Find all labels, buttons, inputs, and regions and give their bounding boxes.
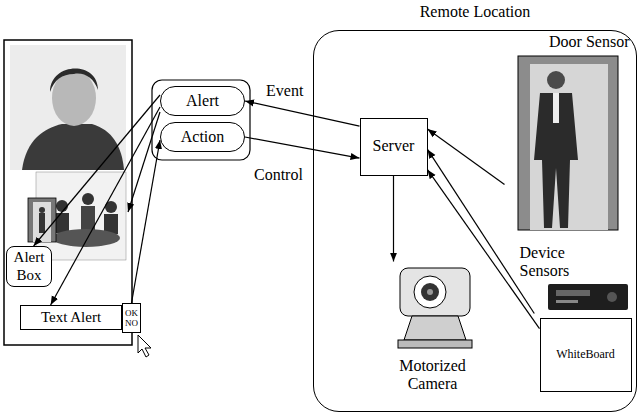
node-label: Text Alert [41, 309, 101, 326]
meeting-person [56, 200, 68, 212]
camera-figure: Motorized Camera [383, 262, 483, 396]
camera-body [400, 268, 470, 316]
node-label: WhiteBoard [556, 348, 615, 362]
node-label: NO [125, 318, 138, 328]
connector-arrow [132, 140, 161, 303]
node-label: Server [373, 137, 415, 155]
alert-box: Alert Box [6, 246, 52, 287]
person-shirt [553, 93, 559, 123]
action-module: Action [160, 122, 245, 152]
connector-arrow [51, 107, 160, 305]
camera-base [398, 340, 472, 348]
node-label: Remote Location [314, 3, 636, 21]
camera-lens [427, 289, 433, 295]
person-hair [50, 68, 98, 92]
sensor-figure: Device Sensors [518, 242, 630, 314]
video-photo [10, 45, 126, 170]
meeting-person [82, 193, 94, 205]
node-label: Device Sensors [520, 244, 592, 281]
door-frame [518, 56, 618, 230]
vcr-body [548, 284, 628, 310]
camera-base [404, 316, 466, 340]
door-icon [39, 213, 45, 233]
edge-label: Control [252, 166, 305, 184]
connector-arrow [428, 149, 535, 313]
node-label: Action [181, 128, 225, 146]
person-suit [534, 93, 578, 228]
button-pair: OKNO [122, 303, 141, 333]
camera-lens [414, 276, 446, 308]
camera-lens [421, 283, 439, 301]
location-region: Remote LocationDoor SensorServerDevice S… [313, 30, 637, 412]
node-label: Alert [186, 92, 219, 110]
node-label: Door Sensor [549, 33, 629, 51]
sensor-figure: Door Sensor [505, 31, 632, 231]
connector-arrow [34, 95, 160, 246]
connector-arrow [245, 137, 360, 158]
edge-label: Event [264, 82, 305, 100]
vcr-slot [556, 290, 590, 296]
module-group [152, 80, 250, 160]
node-label: Alert Box [9, 249, 49, 284]
node-label: Motorized Camera [385, 357, 481, 394]
whiteboard-box: WhiteBoard [540, 318, 632, 392]
meeting-person [81, 206, 95, 230]
person-body [22, 124, 124, 170]
mouse-cursor [138, 335, 151, 357]
connector-arrow [245, 101, 360, 126]
node-label: OK [125, 308, 138, 318]
connector-arrow [393, 176, 394, 262]
door-icon [39, 207, 45, 213]
person-head [547, 71, 565, 89]
door-opening [530, 64, 608, 230]
vcr-knob [607, 292, 617, 302]
meeting-table [52, 229, 120, 247]
server-box: Server [360, 118, 428, 176]
text-alert-box: Text Alert [20, 305, 122, 330]
vcr-panel [556, 300, 578, 303]
alert-module: Alert [160, 86, 245, 116]
meeting-person [55, 213, 69, 233]
connector-arrow [428, 129, 505, 184]
